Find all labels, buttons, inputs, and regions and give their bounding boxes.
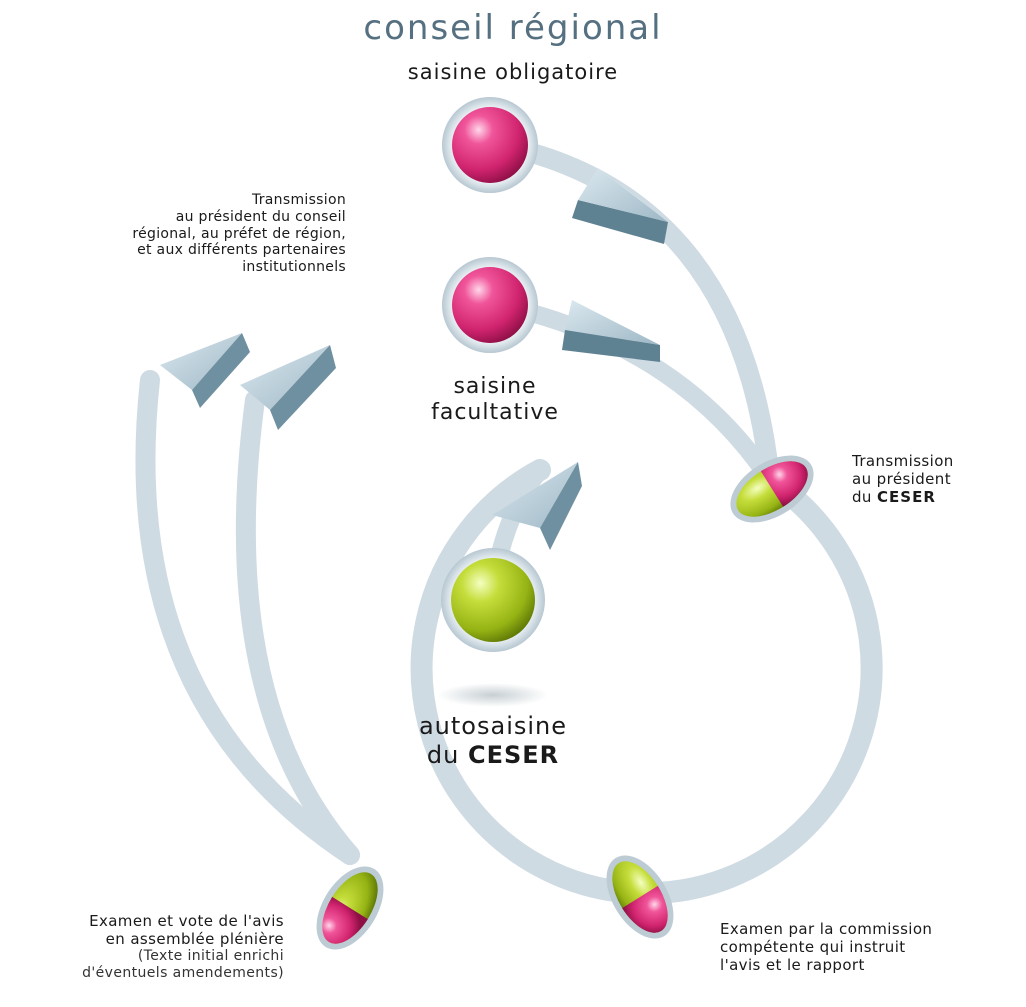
arrowhead-autosaisine (492, 462, 582, 550)
autosaisine-sphere (441, 548, 545, 652)
label-ceser: CESER (877, 488, 936, 506)
label-saisine-facultative: saisine facultative (415, 374, 575, 427)
outer-return-track (135, 370, 360, 865)
label-note: (Texte initial enrichi (137, 948, 284, 964)
inner-return-track (235, 390, 360, 865)
label-line: du CESER (393, 741, 593, 770)
main-cycle-track (410, 459, 883, 905)
label-line: au président du conseil (175, 208, 346, 225)
label-line: l'avis et le rapport (720, 956, 865, 974)
label-line: du CESER (852, 488, 954, 506)
label-autosaisine: autosaisine du CESER (393, 712, 593, 770)
label-line: en assemblée plénière (105, 930, 284, 948)
label-line: régional, au préfet de région, (132, 225, 346, 242)
label-transmission-ceser: Transmission au président du CESER (852, 452, 954, 506)
label-ceser: CESER (467, 740, 560, 769)
saisine-obligatoire-sphere (442, 97, 538, 193)
label-line: au président (852, 470, 951, 488)
diagram-subtitle: saisine obligatoire (407, 60, 619, 84)
label-line: institutionnels (242, 259, 346, 276)
label-prefix: du (852, 488, 872, 506)
label-line: autosaisine (418, 712, 568, 740)
arrowhead-outer-return (160, 333, 250, 408)
node-examen-vote (316, 866, 384, 950)
label-line: et aux différents partenaires (137, 242, 346, 259)
label-line: Examen par la commission (720, 920, 933, 938)
label-line: facultative (431, 400, 559, 426)
node-transmission-ceser (730, 455, 814, 523)
label-line: Transmission (251, 192, 346, 208)
saisine-facultative-sphere (442, 257, 538, 353)
label-prefix: du (426, 740, 460, 769)
label-line: Examen et vote de l'avis (89, 912, 284, 930)
label-line: compétente qui instruit (720, 938, 906, 956)
label-line: saisine (453, 374, 537, 399)
arrowhead-obligatory (572, 168, 668, 244)
arrowhead-inner-return (240, 345, 336, 430)
arrowhead-facultative (562, 300, 660, 362)
diagram-title: conseil régional (363, 8, 663, 48)
label-transmission-conseil: Transmission au président du conseil rég… (132, 192, 346, 276)
label-examen-commission: Examen par la commission compétente qui … (720, 920, 932, 974)
obligatory-track (490, 135, 780, 490)
label-line: Transmission (852, 452, 954, 470)
label-note: d'éventuels amendements) (82, 964, 284, 981)
label-examen-vote: Examen et vote de l'avis en assemblée pl… (82, 912, 284, 982)
node-examen-commission (606, 855, 674, 939)
autosaisine-sphere-shadow (438, 683, 548, 707)
facultative-track (491, 296, 779, 489)
